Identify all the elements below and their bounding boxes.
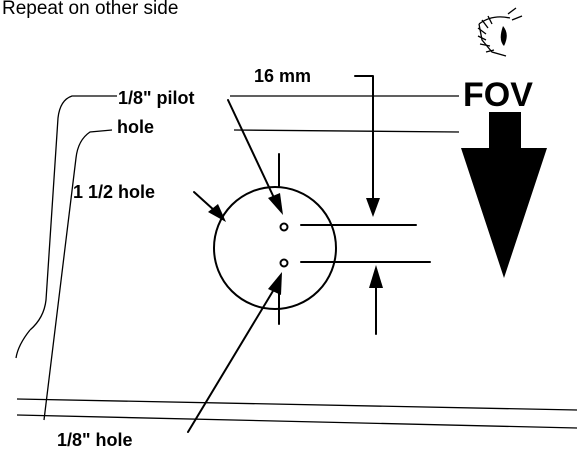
dimension-label: 16 mm xyxy=(254,66,311,86)
dimension-leader xyxy=(354,75,374,203)
pilot-hole-leader-arrow xyxy=(268,193,283,215)
large-hole-label: 1 1/2 hole xyxy=(73,182,155,202)
reference-line-lower xyxy=(233,129,460,133)
left-leader-outer xyxy=(29,95,117,331)
left-leader-inner xyxy=(43,129,113,421)
pilot-hole-label-line1: 1/8" pilot xyxy=(118,88,195,108)
edge-arc xyxy=(15,329,31,359)
instruction-text: Repeat on other side xyxy=(2,0,178,19)
pilot-hole-leader xyxy=(227,99,277,203)
down-arrow-icon xyxy=(461,112,547,278)
large-hole-circle xyxy=(213,186,337,310)
large-hole-leader xyxy=(193,191,216,212)
fov-label: FOV xyxy=(463,76,533,114)
pilot-hole-lower xyxy=(279,258,289,268)
eye-icon xyxy=(477,7,523,57)
small-hole-leader xyxy=(187,285,277,433)
pilot-hole-label-line2: hole xyxy=(117,117,154,137)
small-hole-leader-arrow xyxy=(268,272,282,295)
pilot-hole-upper xyxy=(279,222,289,232)
small-hole-label: 1/8" hole xyxy=(57,430,133,450)
dimension-arrow-bottom xyxy=(369,265,383,288)
rail-line-lower xyxy=(16,414,577,429)
rail-line-upper xyxy=(16,398,577,411)
dimension-arrow-top xyxy=(366,198,380,217)
